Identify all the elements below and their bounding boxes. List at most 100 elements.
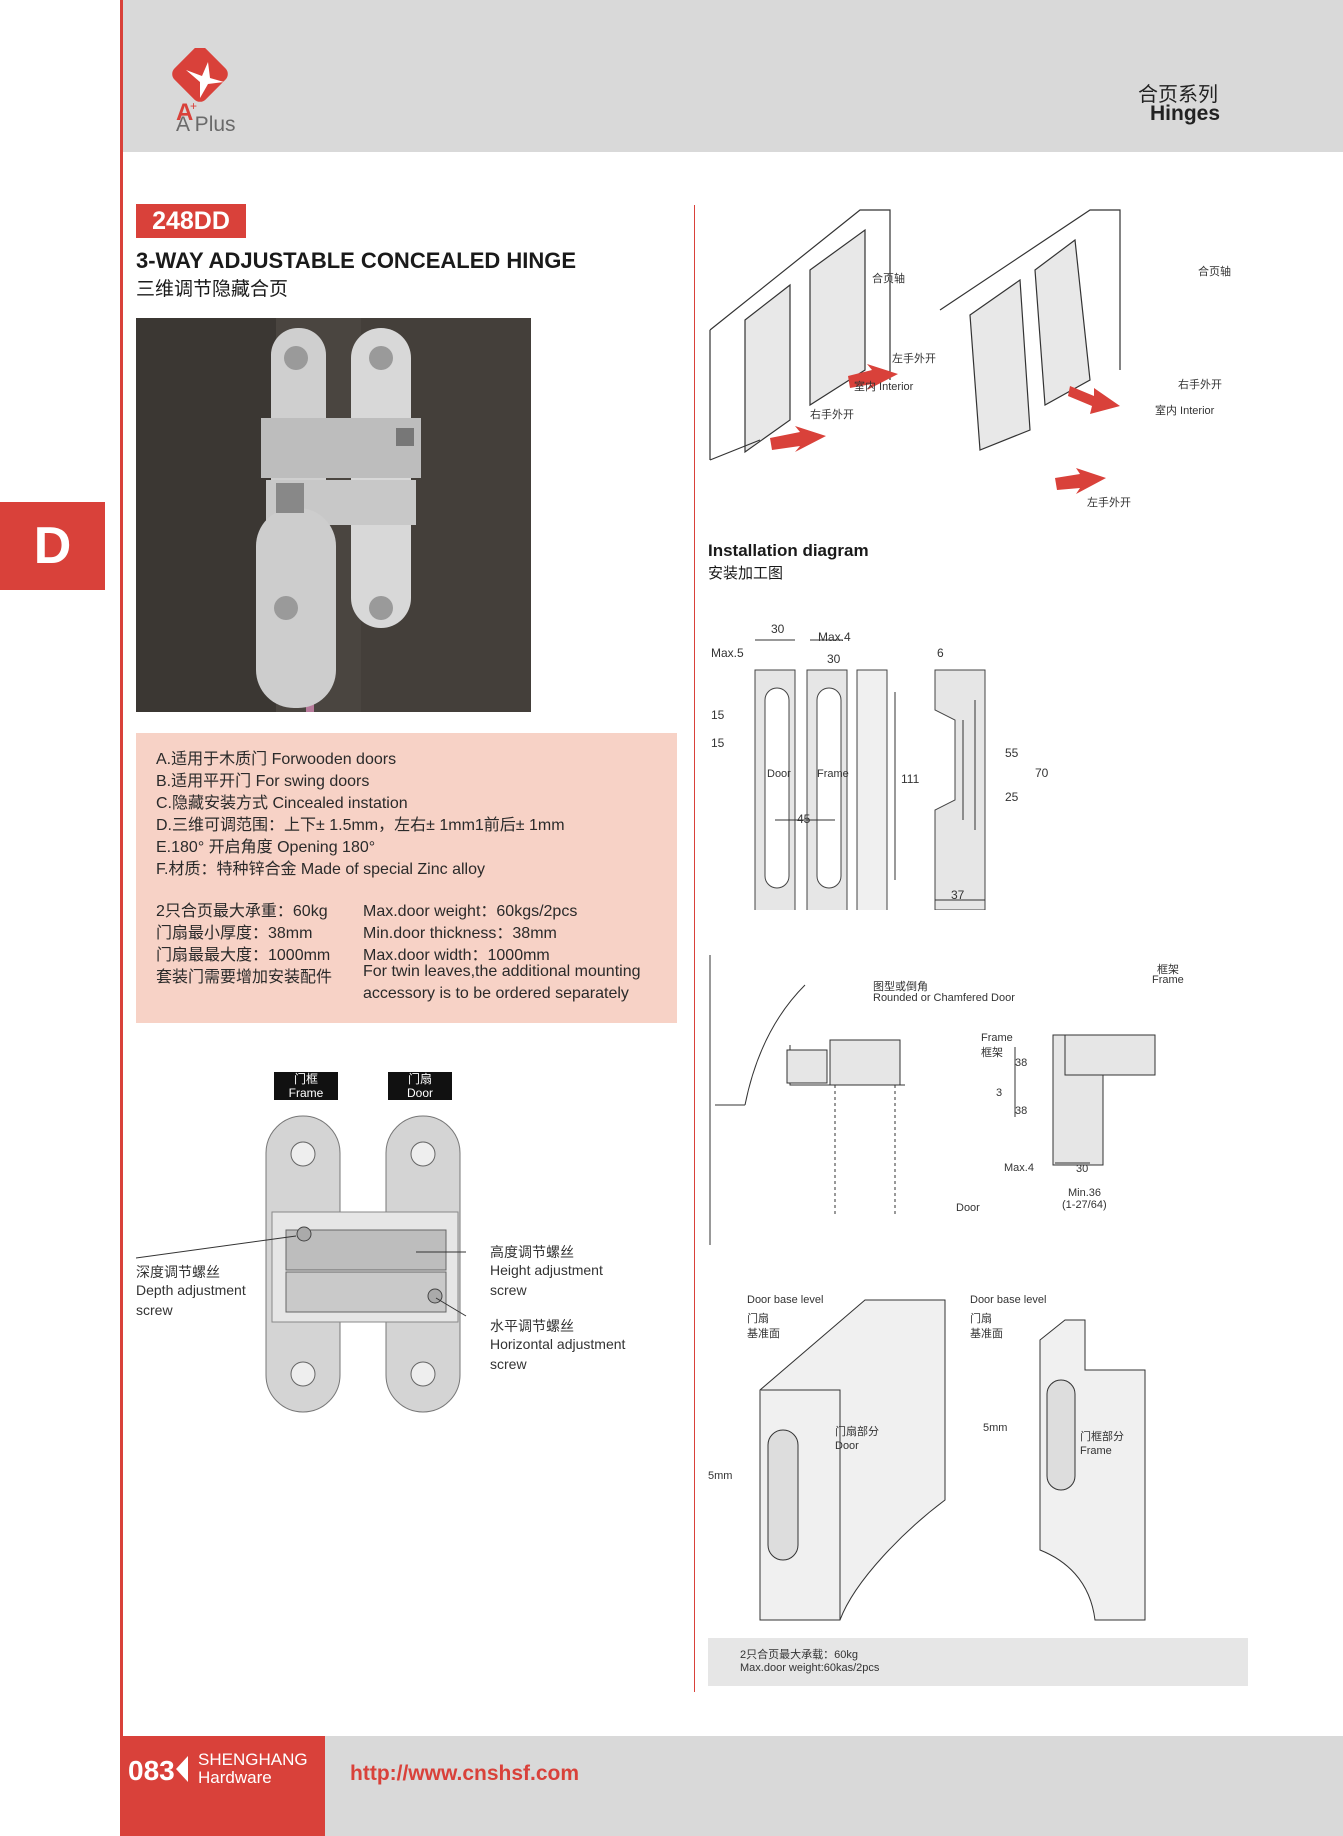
spec-en: Min.door thickness：38mm xyxy=(363,925,557,942)
rounded-door-en: Rounded or Chamfered Door xyxy=(873,992,1015,1004)
series-title-cn: 合页系列 xyxy=(1138,84,1218,106)
frame-top-cn: 框架 xyxy=(1157,964,1179,976)
dim-6: 6 xyxy=(937,646,944,660)
axis-label-2: 合页轴 xyxy=(1198,266,1231,278)
height-screw-label-en: Height adjustment xyxy=(490,1262,603,1278)
load-note-en: Max.door weight:60kas/2pcs xyxy=(740,1662,880,1674)
product-code-badge: 248DD xyxy=(136,204,246,238)
spec-en: accessory is to be ordered separately xyxy=(363,985,629,1002)
dim-70: 70 xyxy=(1035,766,1049,780)
dim-30a: 30 xyxy=(771,622,785,636)
installation-line-drawing xyxy=(754,639,986,910)
feature-line: F.材质：特种锌合金 Made of special Zinc alloy xyxy=(156,861,485,878)
spec-cn: 门扇最小厚度：38mm xyxy=(156,925,313,942)
dim-25: 25 xyxy=(1005,790,1019,804)
dim-max5: Max.5 xyxy=(711,646,744,660)
spec-en: For twin leaves,the additional mounting xyxy=(363,963,641,980)
footer-company-1: SHENGHANG xyxy=(198,1750,308,1769)
dim-38b: 38 xyxy=(1015,1105,1028,1117)
section-drawing: 图型或倒角 Rounded or Chamfered Door 框架 Frame… xyxy=(705,955,1315,1245)
hinge-line-drawing xyxy=(136,1115,467,1413)
dim-111: 111 xyxy=(901,772,920,786)
spec-en: Max.door width：1000mm xyxy=(363,947,550,964)
chevron-left-icon xyxy=(176,1756,188,1782)
depth-screw-label-en: Depth adjustment xyxy=(136,1282,246,1298)
footer-red-block xyxy=(120,1736,325,1836)
page-number: 083 xyxy=(128,1755,175,1786)
depth-screw-label-en2: screw xyxy=(136,1302,173,1318)
dim-door-label: Door xyxy=(767,768,791,780)
footer-company-2: Hardware xyxy=(198,1768,272,1787)
left-base-label-cn2: 基准面 xyxy=(747,1328,780,1340)
dim-45: 45 xyxy=(797,812,811,826)
svg-text:+: + xyxy=(190,99,197,113)
installation-title-en: Installation diagram xyxy=(708,541,869,560)
load-note-cn: 2只合页最大承载：60kg xyxy=(740,1649,858,1661)
base-level-drawing: Door base level 门扇 基准面 门扇部分 Door 5mm Doo… xyxy=(705,1280,1315,1635)
svg-text:A: A xyxy=(176,99,193,126)
horizontal-screw-label-en: Horizontal adjustment xyxy=(490,1336,626,1352)
series-title-en: Hinges xyxy=(1150,102,1221,125)
dim-min36: Min.36 xyxy=(1068,1187,1102,1199)
dim-min36-inch: (1-27/64) xyxy=(1062,1199,1107,1211)
spec-cn: 门扇最最大度：1000mm xyxy=(156,947,331,964)
right-base-label-cn2: 基准面 xyxy=(970,1328,1003,1340)
dim-frame-label: Frame xyxy=(817,768,849,780)
product-photo xyxy=(136,318,531,712)
horizontal-screw-label-en2: screw xyxy=(490,1356,527,1372)
depth-screw-label-cn: 深度调节螺丝 xyxy=(136,1264,220,1280)
section-tab-d[interactable]: D xyxy=(0,502,105,590)
frame-mid-en: Frame xyxy=(981,1032,1013,1044)
section-line-drawing xyxy=(709,955,1156,1245)
aplus-logo: A + xyxy=(172,48,228,126)
dim-15b: 15 xyxy=(711,736,725,750)
hinge-photo-illustration xyxy=(136,318,531,712)
left-red-rule xyxy=(120,0,123,1836)
dim-max4: Max.4 xyxy=(818,630,851,644)
right-part-cn: 门框部分 xyxy=(1080,1431,1124,1443)
dim-3: 3 xyxy=(996,1087,1003,1099)
left-base-label-cn1: 门扇 xyxy=(747,1313,769,1325)
dim-15a: 15 xyxy=(711,708,725,722)
footer-url-link[interactable]: http://www.cnshsf.com xyxy=(350,1762,580,1785)
right-part-en: Frame xyxy=(1080,1445,1112,1457)
dim-55: 55 xyxy=(1005,746,1019,760)
column-divider xyxy=(694,205,695,1692)
feature-line: C.隐藏安装方式 Cincealed instation xyxy=(156,795,408,812)
right-base-label-en: Door base level xyxy=(970,1294,1047,1306)
header-band xyxy=(120,0,1343,152)
frame-top-en: Frame xyxy=(1152,974,1184,986)
load-note-box: 2只合页最大承载：60kg Max.door weight:60kas/2pcs xyxy=(708,1638,1248,1686)
spec-en: Max.door weight：60kgs/2pcs xyxy=(363,903,578,920)
feature-line: E.180° 开启角度 Opening 180° xyxy=(156,839,376,856)
left-base-label-en: Door base level xyxy=(747,1294,824,1306)
installation-drawing: 30 Max.4 Max.5 30 6 15 15 Door Frame 111… xyxy=(705,610,1315,910)
feature-line: A.适用于木质门 Forwooden doors xyxy=(156,751,397,768)
dim-38a: 38 xyxy=(1015,1057,1028,1069)
feature-line: B.适用平开门 For swing doors xyxy=(156,773,370,790)
door-perspective-drawing xyxy=(709,209,1121,494)
left-outswing-2: 左手外开 xyxy=(1087,497,1131,509)
product-title-en: 3-WAY ADJUSTABLE CONCEALED HINGE xyxy=(136,248,577,273)
frame-mid-cn: 框架 xyxy=(981,1047,1003,1059)
base-level-line-drawing xyxy=(759,1299,1146,1621)
spec-cn: 2只合页最大承重：60kg xyxy=(156,903,328,920)
dim-37: 37 xyxy=(951,888,965,902)
horizontal-screw-label-cn: 水平调节螺丝 xyxy=(490,1318,574,1334)
feature-line: D.三维可调范围：上下± 1.5mm，左右± 1mm1前后± 1mm xyxy=(156,817,565,834)
installation-title-cn: 安装加工图 xyxy=(708,565,784,582)
axis-label-1: 合页轴 xyxy=(872,273,905,285)
interior-1: 室内 Interior xyxy=(854,381,914,393)
left-5mm: 5mm xyxy=(708,1470,733,1482)
section-door-label: Door xyxy=(956,1202,980,1214)
logo-text: A Plus xyxy=(176,113,236,136)
left-outswing-1: 左手外开 xyxy=(892,353,936,365)
spec-cn: 套装门需要增加安装配件 xyxy=(156,969,333,986)
dim-30b: 30 xyxy=(827,652,841,666)
right-5mm: 5mm xyxy=(983,1422,1008,1434)
interior-2: 室内 Interior xyxy=(1155,405,1215,417)
right-base-label-cn1: 门扇 xyxy=(970,1313,992,1325)
